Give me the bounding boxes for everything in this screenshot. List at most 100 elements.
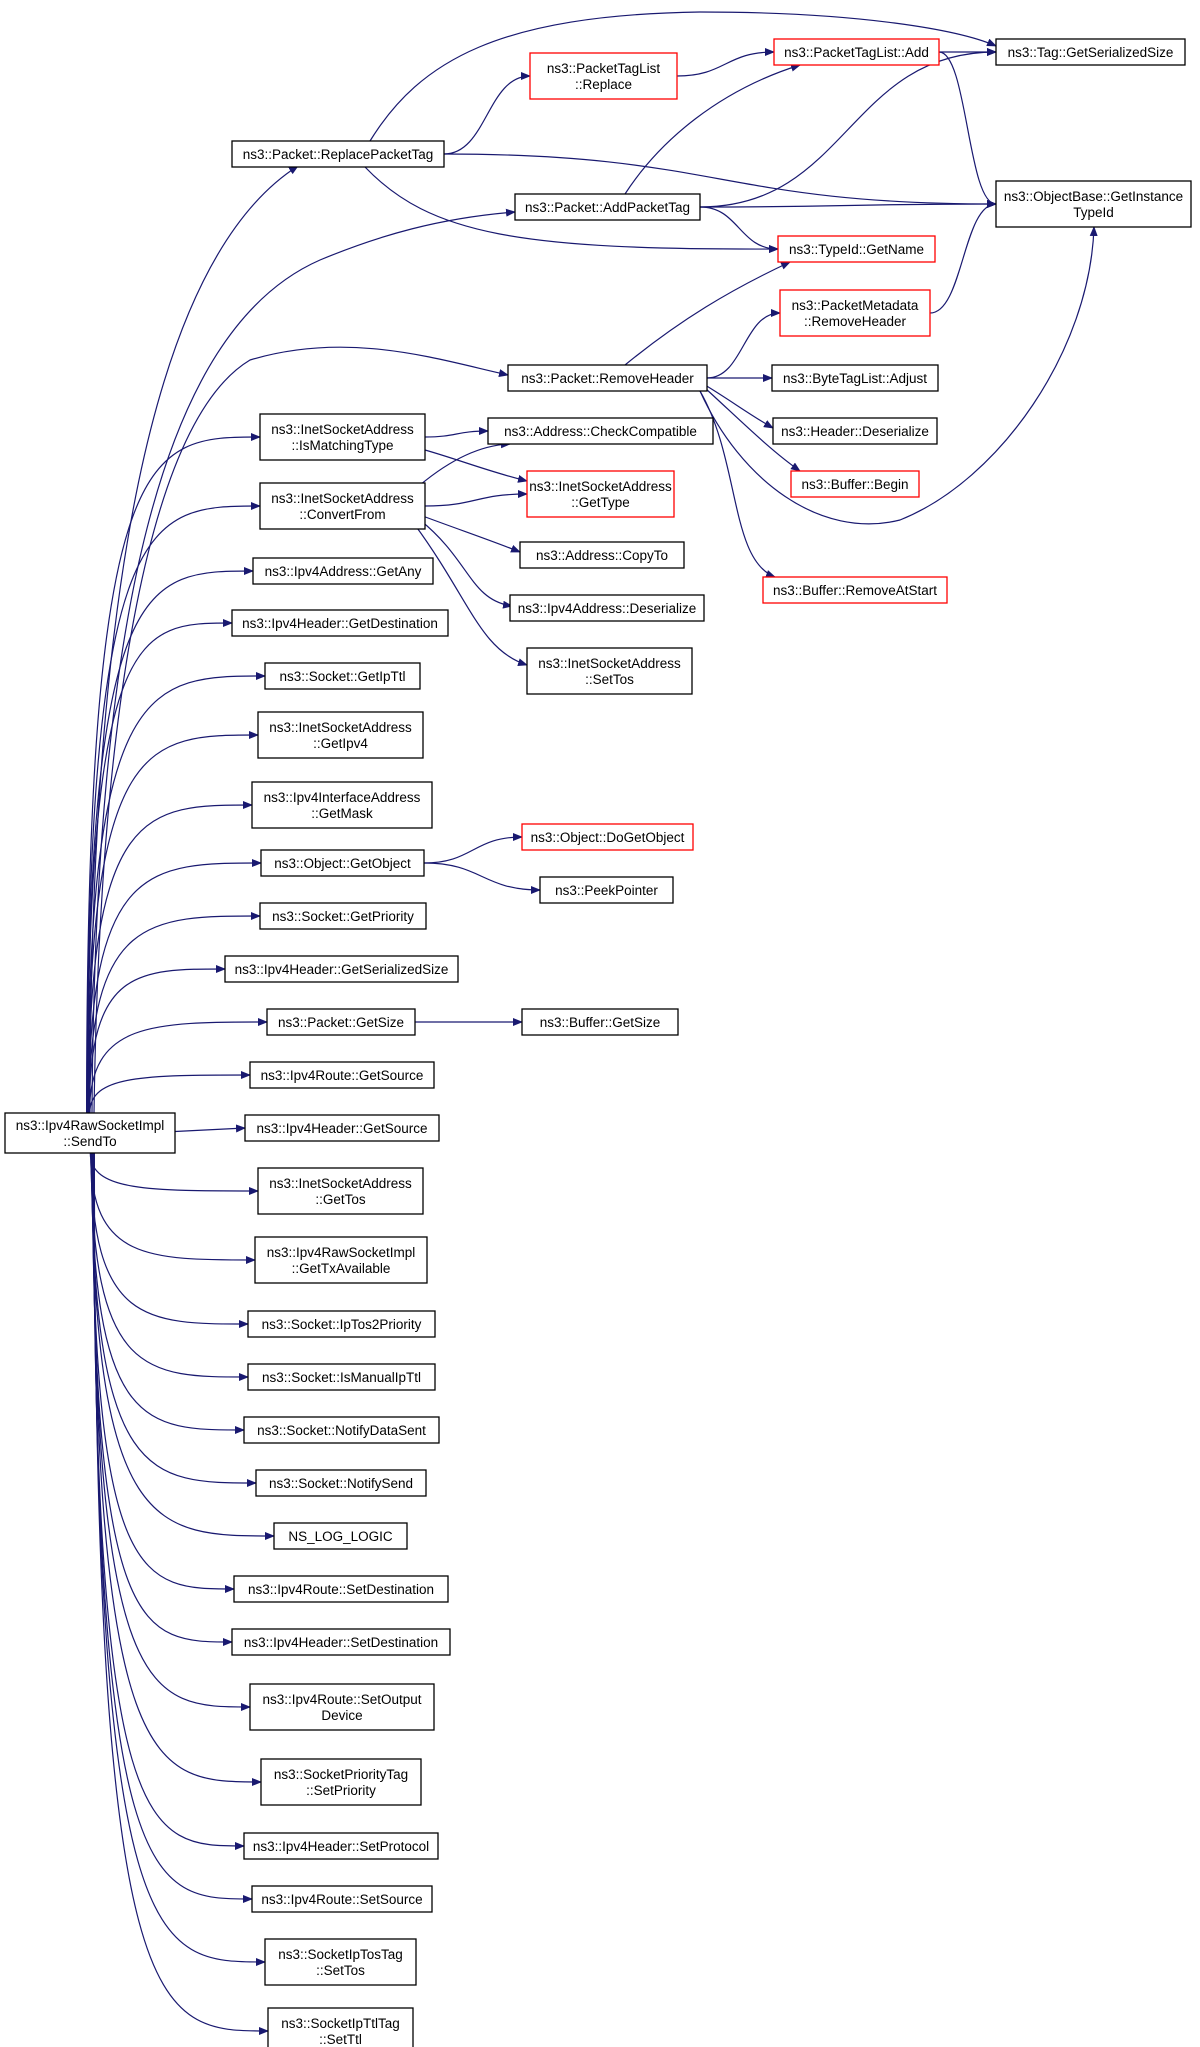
- node-hdr_sersize[interactable]: ns3::Ipv4Header::GetSerializedSize: [224, 955, 459, 983]
- node-buf_remove[interactable]: ns3::Buffer::RemoveAtStart: [762, 576, 948, 604]
- node-label: ns3::Ipv4Route::GetSource: [261, 1068, 424, 1083]
- node-label: ns3::Ipv4Header::GetDestination: [242, 616, 438, 631]
- node-typeid_name[interactable]: ns3::TypeId::GetName: [777, 235, 936, 263]
- edge-root-to-pkt_getsize: [88, 1018, 268, 1114]
- node-label: ns3::Buffer::RemoveAtStart: [773, 583, 937, 598]
- node-hdr_getdest[interactable]: ns3::Ipv4Header::GetDestination: [231, 609, 449, 637]
- node-isa_gettos[interactable]: ns3::InetSocketAddress::GetTos: [257, 1167, 424, 1215]
- node-box: [257, 1167, 424, 1215]
- node-box: [529, 52, 678, 100]
- node-box: [257, 711, 424, 759]
- node-isa_getipv4[interactable]: ns3::InetSocketAddress::GetIpv4: [257, 711, 424, 759]
- edge-remove_header-to-pm_remove: [706, 309, 781, 379]
- node-box: [771, 364, 939, 392]
- edge-root-to-route_getsrc: [89, 1071, 251, 1114]
- edge-remove_header-to-buf_begin: [704, 387, 801, 472]
- node-label: ns3::Ipv4Address::Deserialize: [518, 601, 697, 616]
- node-addr_copy[interactable]: ns3::Address::CopyTo: [519, 541, 685, 569]
- node-pm_remove[interactable]: ns3::PacketMetadata::RemoveHeader: [779, 289, 931, 337]
- node-sock_iptos2prio[interactable]: ns3::Socket::IpTos2Priority: [247, 1310, 436, 1338]
- node-spt_setprio[interactable]: ns3::SocketPriorityTag::SetPriority: [260, 1758, 422, 1806]
- node-label: ns3::Buffer::GetSize: [540, 1015, 661, 1030]
- node-root[interactable]: ns3::Ipv4RawSocketImpl::SendTo: [4, 1112, 176, 1154]
- node-replace_tag[interactable]: ns3::Packet::ReplacePacketTag: [231, 140, 445, 168]
- node-label: ::ConvertFrom: [299, 507, 385, 522]
- node-layer: ns3::Ipv4RawSocketImpl::SendTo ns3::Packe…: [4, 38, 1192, 2047]
- node-sock_getipttl[interactable]: ns3::Socket::GetIpTtl: [264, 662, 421, 690]
- node-tos_settos[interactable]: ns3::SocketIpTosTag::SetTos: [264, 1938, 417, 1986]
- node-ttl_setttl[interactable]: ns3::SocketIpTtlTag::SetTtl: [267, 2007, 414, 2047]
- node-buf_getsize[interactable]: ns3::Buffer::GetSize: [521, 1008, 679, 1036]
- node-raw_txavail[interactable]: ns3::Ipv4RawSocketImpl::GetTxAvailable: [254, 1236, 428, 1284]
- edge-root-to-sock_datasent: [90, 1152, 245, 1434]
- node-route_setdest[interactable]: ns3::Ipv4Route::SetDestination: [233, 1575, 449, 1603]
- node-hdr_deser[interactable]: ns3::Header::Deserialize: [772, 417, 938, 445]
- node-label: ns3::Tag::GetSerializedSize: [1008, 45, 1174, 60]
- node-isa_settos[interactable]: ns3::InetSocketAddress::SetTos: [526, 647, 693, 695]
- node-box: [259, 482, 426, 530]
- node-label: ns3::Object::GetObject: [274, 856, 411, 871]
- node-ipv4_deser[interactable]: ns3::Ipv4Address::Deserialize: [509, 594, 705, 622]
- node-sock_datasent[interactable]: ns3::Socket::NotifyDataSent: [243, 1416, 440, 1444]
- node-box: [251, 781, 433, 829]
- node-isa_match[interactable]: ns3::InetSocketAddress::IsMatchingType: [259, 413, 426, 461]
- node-add_tag[interactable]: ns3::Packet::AddPacketTag: [514, 193, 701, 221]
- node-hdr_setdest[interactable]: ns3::Ipv4Header::SetDestination: [231, 1628, 451, 1656]
- node-sock_notifysend[interactable]: ns3::Socket::NotifySend: [255, 1469, 427, 1497]
- node-label: ns3::Ipv4Header::GetSerializedSize: [235, 962, 449, 977]
- node-sock_manualttl[interactable]: ns3::Socket::IsManualIpTtl: [247, 1363, 436, 1391]
- node-label: ::GetIpv4: [313, 736, 368, 751]
- node-peekptr[interactable]: ns3::PeekPointer: [539, 876, 674, 904]
- node-tag_size[interactable]: ns3::Tag::GetSerializedSize: [995, 38, 1186, 66]
- node-label: ns3::Ipv4RawSocketImpl: [267, 1245, 416, 1260]
- edge-replace_tag-to-ptl_replace: [443, 72, 531, 155]
- node-obj_dogetobj[interactable]: ns3::Object::DoGetObject: [521, 823, 694, 851]
- node-box: [777, 235, 936, 263]
- node-label: ns3::Ipv4RawSocketImpl: [16, 1118, 165, 1133]
- node-addr_check[interactable]: ns3::Address::CheckCompatible: [487, 417, 714, 445]
- node-ptl_add[interactable]: ns3::PacketTagList::Add: [773, 38, 940, 66]
- edge-root-to-isa_match: [85, 433, 261, 1114]
- edge-root-to-route_setsrc: [93, 1152, 253, 1903]
- node-isa_convert[interactable]: ns3::InetSocketAddress::ConvertFrom: [259, 482, 426, 530]
- node-label: ns3::Ipv4InterfaceAddress: [264, 790, 421, 805]
- node-route_setsrc[interactable]: ns3::Ipv4Route::SetSource: [251, 1885, 433, 1913]
- node-obj_getobj[interactable]: ns3::Object::GetObject: [260, 849, 425, 877]
- node-label: ns3::Packet::ReplacePacketTag: [243, 147, 434, 162]
- node-label: ::SetTos: [585, 672, 634, 687]
- node-hdr_setproto[interactable]: ns3::Ipv4Header::SetProtocol: [243, 1832, 439, 1860]
- edge-isa_convert-to-isa_settos: [414, 524, 528, 667]
- node-buf_begin[interactable]: ns3::Buffer::Begin: [790, 470, 920, 498]
- edge-root-to-obj_getobj: [88, 859, 262, 1114]
- node-label: ns3::Ipv4Address::GetAny: [265, 564, 422, 579]
- node-box: [519, 541, 685, 569]
- node-remove_header[interactable]: ns3::Packet::RemoveHeader: [507, 364, 708, 392]
- node-box: [252, 557, 434, 585]
- node-label: ns3::SocketIpTtlTag: [281, 2016, 400, 2031]
- node-box: [521, 823, 694, 851]
- node-box: [249, 1683, 435, 1731]
- node-label: ::SetTos: [316, 1963, 365, 1978]
- node-hdr_getsrc[interactable]: ns3::Ipv4Header::GetSource: [244, 1114, 440, 1142]
- node-isa_type[interactable]: ns3::InetSocketAddress::GetType: [526, 470, 675, 518]
- node-label: ns3::ObjectBase::GetInstance: [1004, 189, 1183, 204]
- node-iface_mask[interactable]: ns3::Ipv4InterfaceAddress::GetMask: [251, 781, 433, 829]
- node-box: [762, 576, 948, 604]
- node-label: ns3::Socket::NotifySend: [269, 1476, 413, 1491]
- node-label: ::GetTxAvailable: [292, 1261, 391, 1276]
- node-btl_adjust[interactable]: ns3::ByteTagList::Adjust: [771, 364, 939, 392]
- edge-root-to-ipv4_any: [86, 567, 254, 1114]
- node-label: ns3::Packet::AddPacketTag: [525, 200, 690, 215]
- node-ptl_replace[interactable]: ns3::PacketTagList::Replace: [529, 52, 678, 100]
- node-label: ns3::Ipv4Header::SetDestination: [244, 1635, 438, 1650]
- node-label: ns3::PeekPointer: [555, 883, 658, 898]
- node-box: [995, 180, 1192, 228]
- node-ipv4_any[interactable]: ns3::Ipv4Address::GetAny: [252, 557, 434, 585]
- node-pkt_getsize[interactable]: ns3::Packet::GetSize: [266, 1008, 416, 1036]
- node-sock_getprio[interactable]: ns3::Socket::GetPriority: [259, 902, 427, 930]
- node-ns_log[interactable]: NS_LOG_LOGIC: [273, 1522, 408, 1550]
- node-route_getsrc[interactable]: ns3::Ipv4Route::GetSource: [249, 1061, 435, 1089]
